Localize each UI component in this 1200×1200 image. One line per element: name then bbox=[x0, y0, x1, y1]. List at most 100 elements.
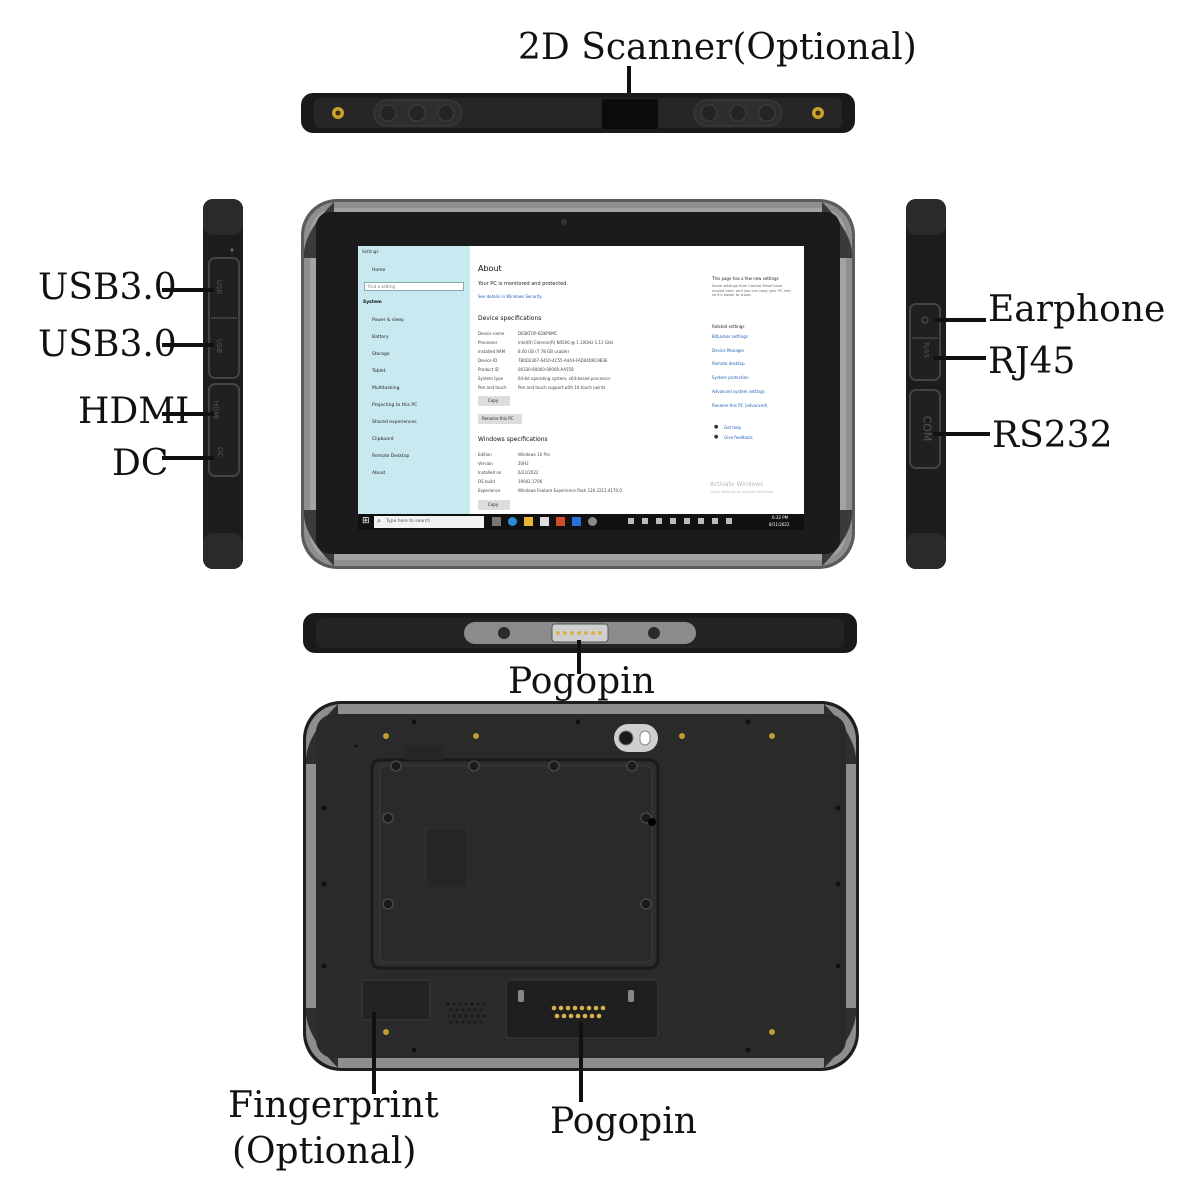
spec-key: Installed RAM bbox=[478, 349, 506, 354]
tablet-left-edge bbox=[202, 198, 244, 570]
settings-title: Settings bbox=[362, 249, 379, 254]
task-view-icon[interactable] bbox=[492, 517, 501, 526]
tray-icon[interactable] bbox=[712, 518, 718, 524]
related-link[interactable]: Advanced system settings bbox=[712, 389, 765, 394]
settings-sidebar: Settings Home Find a setting System Powe… bbox=[358, 246, 470, 516]
rj45-leader-line bbox=[934, 356, 986, 360]
sidebar-search-input[interactable]: Find a setting bbox=[364, 282, 464, 291]
copy-button-windows[interactable]: Copy bbox=[478, 500, 510, 510]
give-feedback-link[interactable]: Give feedback bbox=[724, 435, 753, 440]
sidebar-section-system: System bbox=[363, 300, 382, 305]
spec-value: 00330-80000-00000-AA558 bbox=[518, 367, 574, 372]
rj45-port-mark: RJ45 bbox=[921, 342, 930, 358]
com-port-mark: COM bbox=[920, 415, 934, 442]
taskbar-app-icons bbox=[492, 517, 622, 527]
help-icon: ● bbox=[714, 424, 719, 430]
rename-pc-button[interactable]: Rename this PC bbox=[478, 414, 522, 424]
sidebar-item[interactable]: Clipboard bbox=[372, 437, 394, 442]
related-link[interactable]: System protection bbox=[712, 375, 749, 380]
spec-value: Intel(R) Celeron(R) N4500 @ 1.10GHz 1.11… bbox=[518, 340, 614, 345]
scanner-leader-line bbox=[627, 66, 631, 104]
store-icon[interactable] bbox=[540, 517, 549, 526]
fingerprint-leader-line bbox=[372, 1012, 376, 1094]
spec-value: 64-bit operating system, x64-based proce… bbox=[518, 376, 611, 381]
device-spec-title: Device specifications bbox=[478, 315, 542, 322]
spec-value: 6/22/2022 bbox=[518, 470, 539, 475]
rs232-label: RS232 bbox=[992, 415, 1113, 456]
spec-key: Edition bbox=[478, 452, 492, 457]
get-help-link[interactable]: Get help bbox=[724, 425, 742, 430]
sidebar-item[interactable]: Projecting to this PC bbox=[372, 403, 418, 408]
sidebar-item[interactable]: Tablet bbox=[372, 369, 386, 374]
security-link[interactable]: See details in Windows Security bbox=[478, 294, 542, 299]
win-spec-title: Windows specifications bbox=[478, 436, 548, 443]
tray-icon[interactable] bbox=[642, 518, 648, 524]
related-link[interactable]: BitLocker settings bbox=[712, 334, 748, 339]
hdmi-label: HDMI bbox=[78, 391, 190, 432]
sidebar-item[interactable]: About bbox=[372, 471, 386, 476]
hdmi-leader-line bbox=[162, 412, 214, 416]
spec-value: Windows Feature Experience Pack 120.2212… bbox=[518, 488, 622, 493]
tray-icon[interactable] bbox=[684, 518, 690, 524]
sidebar-home[interactable]: Home bbox=[372, 268, 386, 273]
hdmi-port-mark: HDMI bbox=[211, 400, 220, 420]
usb-leader-line-1 bbox=[162, 288, 214, 292]
dc-label: DC bbox=[112, 443, 169, 484]
tray-icon[interactable] bbox=[698, 518, 704, 524]
usb-port-mark-1: USB bbox=[215, 279, 224, 295]
tray-icon[interactable] bbox=[628, 518, 634, 524]
taskbar: ⊞ ⌕ Type here to search bbox=[358, 514, 804, 530]
related-settings-title: Related settings bbox=[712, 324, 745, 329]
related-link[interactable]: Remote desktop bbox=[712, 361, 745, 366]
spec-key: Device name bbox=[478, 331, 505, 336]
sidebar-item[interactable]: Power & sleep bbox=[372, 318, 404, 323]
office-icon[interactable] bbox=[556, 517, 565, 526]
tablet-back bbox=[302, 700, 860, 1072]
tablet-front: Settings Home Find a setting System Powe… bbox=[300, 198, 856, 570]
related-link[interactable]: Rename this PC (advanced) bbox=[712, 403, 768, 408]
scanner-label: 2D Scanner(Optional) bbox=[518, 27, 917, 68]
rs232-leader-line bbox=[934, 432, 990, 436]
mail-icon[interactable] bbox=[572, 517, 581, 526]
tray-icon[interactable] bbox=[726, 518, 732, 524]
activate-windows-title: Activate Windows bbox=[710, 481, 764, 488]
spec-key: Version bbox=[478, 461, 493, 466]
spec-key: OS build bbox=[478, 479, 495, 484]
spec-key: Pen and touch bbox=[478, 385, 507, 390]
tablet-top-edge bbox=[300, 92, 856, 134]
edge-icon[interactable] bbox=[508, 517, 517, 526]
earphone-leader-line bbox=[934, 318, 986, 322]
explorer-icon[interactable] bbox=[524, 517, 533, 526]
sidebar-item[interactable]: Storage bbox=[372, 352, 390, 357]
usb-label-1: USB3.0 bbox=[38, 267, 177, 308]
spec-value: Windows 10 Pro bbox=[518, 452, 550, 457]
settings-icon[interactable] bbox=[588, 517, 597, 526]
sidebar-item[interactable]: Battery bbox=[372, 335, 389, 340]
sidebar-item[interactable]: Multitasking bbox=[372, 386, 400, 391]
sidebar-item[interactable]: Shared experiences bbox=[372, 420, 417, 425]
search-icon: ⌕ bbox=[377, 517, 381, 525]
new-settings-body: Some settings from Control Panel have mo… bbox=[712, 284, 791, 298]
taskbar-date[interactable]: 8/11/2022 bbox=[769, 522, 790, 527]
spec-value: DESKTOP-EOKP6MC bbox=[518, 331, 558, 336]
related-link[interactable]: Device Manager bbox=[712, 348, 745, 353]
fingerprint-label-line1: Fingerprint bbox=[228, 1085, 439, 1126]
start-button-icon[interactable]: ⊞ bbox=[362, 516, 370, 526]
pogopin-back-label: Pogopin bbox=[550, 1101, 697, 1142]
spec-value: 7B0D2367-6410-4C55-A4A3-FAD04D6C9B3E bbox=[518, 358, 608, 363]
usb-leader-line-2 bbox=[162, 343, 214, 347]
dc-port-mark: DC bbox=[216, 446, 225, 458]
copy-button-device[interactable]: Copy bbox=[478, 396, 510, 406]
usb-label-2: USB3.0 bbox=[38, 324, 177, 365]
system-tray bbox=[628, 518, 758, 526]
tray-icon[interactable] bbox=[670, 518, 676, 524]
spec-key: Product ID bbox=[478, 367, 499, 372]
taskbar-search-input[interactable]: ⌕ Type here to search bbox=[374, 516, 484, 528]
taskbar-time[interactable]: 6:32 PM bbox=[772, 515, 789, 520]
sidebar-item[interactable]: Remote Desktop bbox=[372, 454, 410, 459]
spec-value: Pen and touch support with 10 touch poin… bbox=[518, 385, 606, 390]
pogopin-bottom-label: Pogopin bbox=[508, 661, 655, 702]
tablet-bottom-edge bbox=[302, 612, 858, 654]
tray-icon[interactable] bbox=[656, 518, 662, 524]
spec-key: Installed on bbox=[478, 470, 502, 475]
